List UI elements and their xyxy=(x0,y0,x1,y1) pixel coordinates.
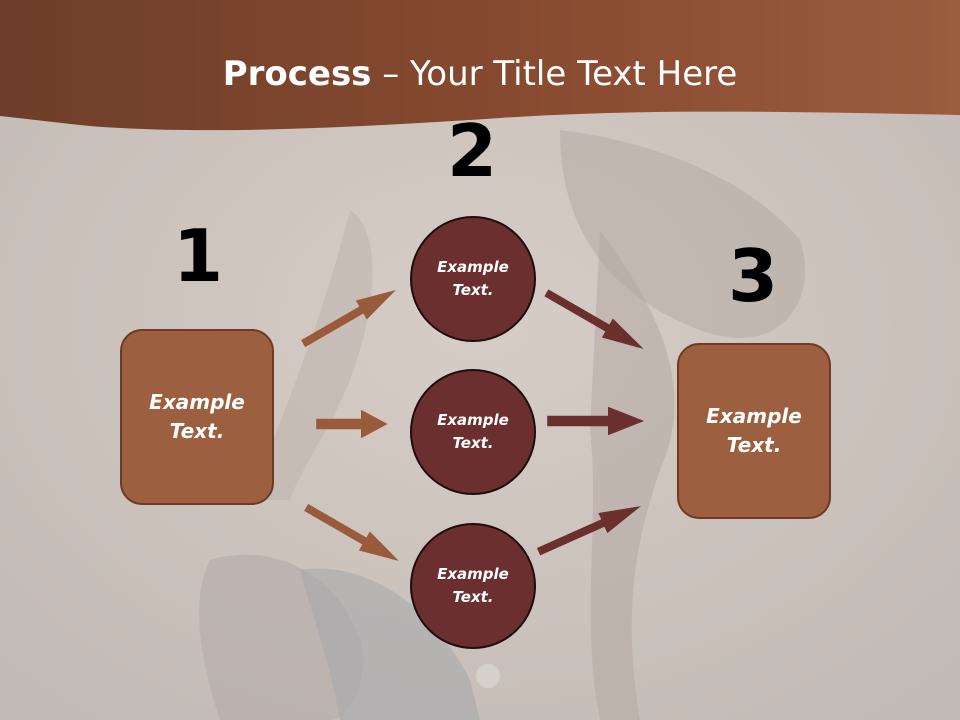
circle-top-label: Example Text. xyxy=(437,258,509,299)
title-bold: Process xyxy=(222,54,372,94)
title-rest: – Your Title Text Here xyxy=(371,54,738,94)
arrow-left-to-bottom xyxy=(304,503,399,561)
arrow-left-to-middle xyxy=(316,409,388,439)
box-right-label: Example Text. xyxy=(706,404,802,457)
step-number-1: 1 xyxy=(172,214,224,298)
circle-middle-label: Example Text. xyxy=(437,411,509,452)
process-box-left: Example Text. xyxy=(120,329,274,505)
arrow-left-to-top xyxy=(301,290,396,348)
arrow-middle-to-right xyxy=(547,406,645,436)
arrow-bottom-to-right xyxy=(536,506,642,556)
header-band xyxy=(0,0,960,131)
circle-bottom-label: Example Text. xyxy=(437,565,509,606)
arrow-top-to-right xyxy=(544,289,644,349)
step-number-2: 2 xyxy=(446,109,498,193)
process-box-right: Example Text. xyxy=(677,343,831,519)
box-left-label: Example Text. xyxy=(149,390,245,443)
process-circle-top: Example Text. xyxy=(410,216,536,342)
process-circle-bottom: Example Text. xyxy=(410,523,536,649)
step-number-3: 3 xyxy=(727,234,779,318)
process-circle-middle: Example Text. xyxy=(410,369,536,495)
slide-title: Process – Your Title Text Here xyxy=(0,52,960,96)
